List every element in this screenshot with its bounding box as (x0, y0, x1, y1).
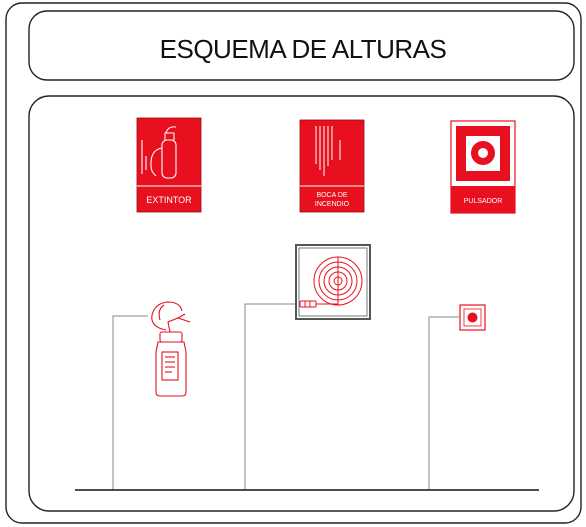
fire-hose-icon (315, 126, 341, 176)
fire-extinguisher-icon (151, 301, 183, 331)
fire-alarm-pushbutton-equipment (459, 304, 486, 331)
fire-alarm-pushbutton-icon (467, 312, 478, 323)
sign-pulsador: PULSADOR (450, 120, 516, 214)
main-panel (28, 95, 575, 512)
hose-cabinet (295, 244, 371, 320)
sign-pulsador-label: PULSADOR (464, 198, 503, 205)
fire-hose-reel-equipment (295, 244, 371, 320)
sign-extintor-panel (136, 117, 202, 213)
sign-extintor-label: EXTINTOR (146, 195, 192, 205)
sign-boca-label-2: INCENDIO (315, 201, 350, 208)
page-title: ESQUEMA DE ALTURAS (160, 34, 447, 64)
fire-extinguisher-icon (141, 126, 177, 179)
sign-boca-incendio: BOCA DE INCENDIO (299, 119, 365, 213)
title-box (28, 10, 575, 81)
fire-hose-reel-icon (299, 256, 363, 308)
sign-extintor: EXTINTOR (136, 117, 202, 213)
outer-frame (5, 2, 582, 524)
sign-boca-label-1: BOCA DE (316, 192, 347, 199)
fire-extinguisher-equipment (151, 301, 191, 397)
leader-lines (112, 303, 459, 490)
